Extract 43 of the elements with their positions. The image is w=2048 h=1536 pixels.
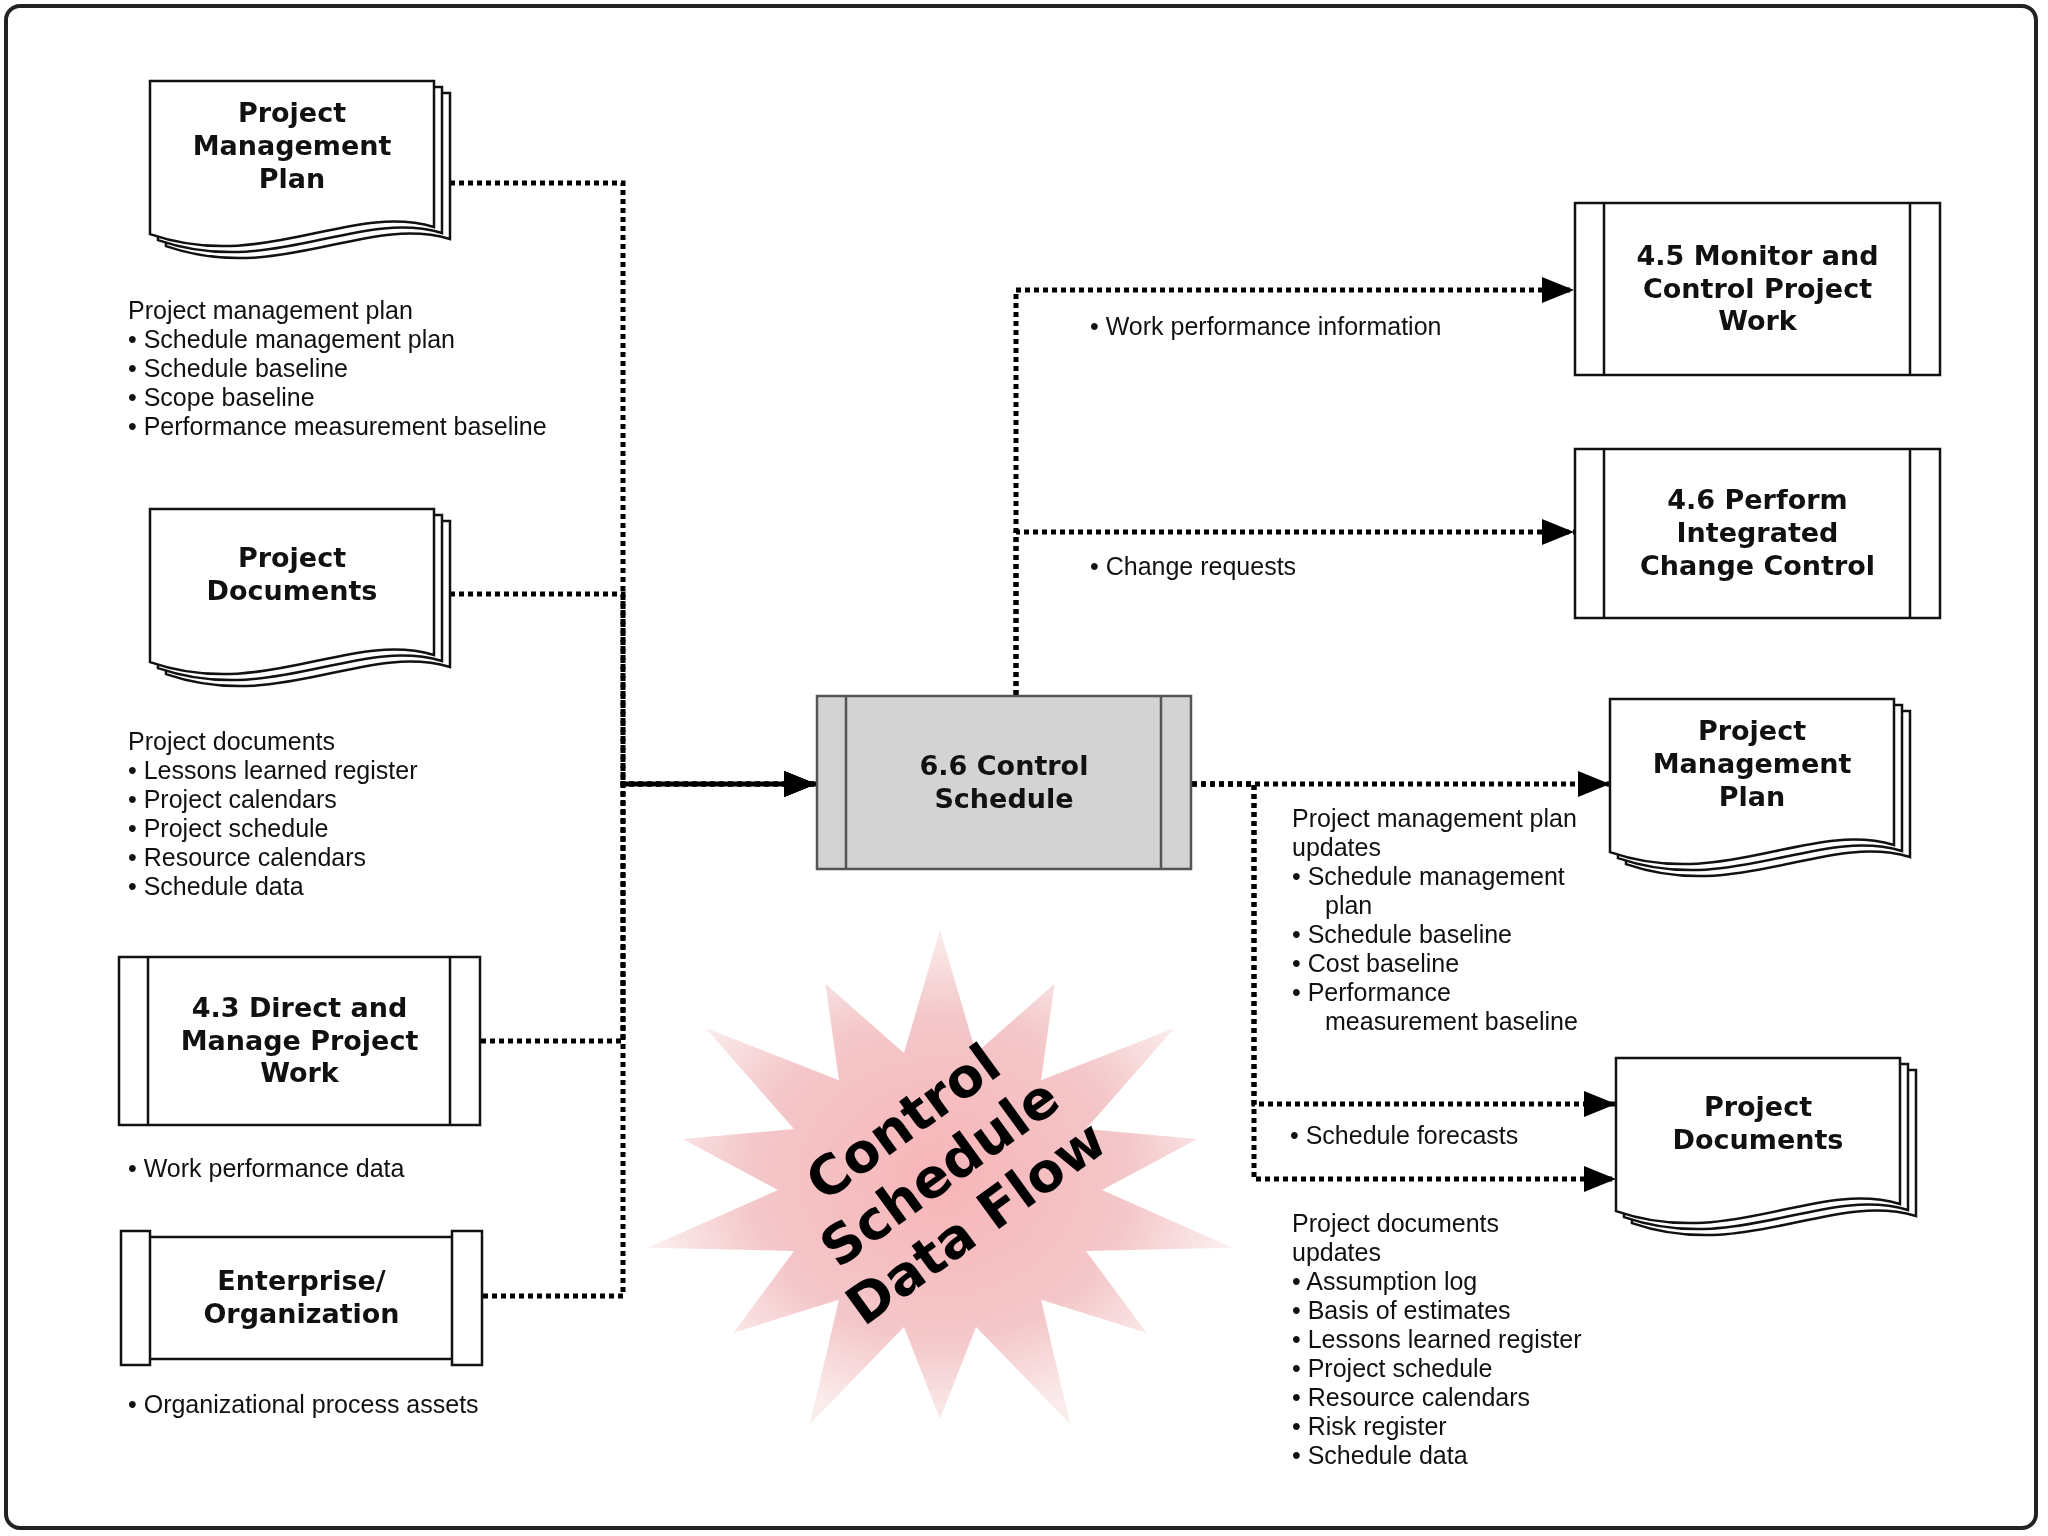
bullet-item: • Scope baseline bbox=[128, 383, 316, 412]
node-label: 4.3 Direct and Manage Project Work bbox=[179, 991, 420, 1091]
bullet-item: • Schedule data bbox=[1292, 1441, 1469, 1470]
bullet-item: • Performance measurement baseline bbox=[128, 412, 548, 441]
bullet-item: • Lessons learned register bbox=[128, 756, 419, 785]
bullet-item: • Schedule baseline bbox=[128, 354, 350, 383]
node-label: 4.6 Perform Integrated Change Control bbox=[1638, 484, 1877, 583]
node-label: Project Management Plan bbox=[192, 97, 392, 197]
process-box bbox=[120, 1230, 483, 1366]
node-label: 6.6 Control Schedule bbox=[918, 749, 1090, 816]
bullet-item: • Organizational process assets bbox=[128, 1390, 480, 1419]
bullet-item: • Resource calendars bbox=[1292, 1383, 1532, 1412]
dotted-arrow bbox=[483, 771, 816, 1299]
process-box bbox=[1574, 448, 1941, 619]
bullet-item: • Project schedule bbox=[128, 814, 330, 843]
node-label: 4.5 Monitor and Control Project Work bbox=[1636, 239, 1879, 339]
bullet-item: • Basis of estimates bbox=[1292, 1296, 1512, 1325]
bullet-item: • Cost baseline bbox=[1292, 949, 1461, 978]
list-heading: Project documents bbox=[128, 727, 337, 756]
bullet-item: • Performance measurement baseline bbox=[1292, 978, 1579, 1036]
list-heading: Project documents updates bbox=[1292, 1209, 1501, 1267]
bullet-item: • Resource calendars bbox=[128, 843, 368, 872]
node-label: Enterprise/ Organization bbox=[202, 1265, 401, 1331]
node-label: Project Management Plan bbox=[1652, 715, 1852, 815]
bullet-item: • Project schedule bbox=[1292, 1354, 1494, 1383]
dotted-arrow bbox=[1013, 519, 1574, 695]
bullet-item: • Lessons learned register bbox=[1292, 1325, 1583, 1354]
bullet-item: • Schedule data bbox=[128, 872, 305, 901]
node-label: Project Documents bbox=[205, 541, 379, 608]
bullet-item: • Schedule management plan bbox=[1292, 862, 1566, 920]
bullet-item: • Risk register bbox=[1292, 1412, 1448, 1441]
bullet-item: • Assumption log bbox=[1292, 1267, 1479, 1296]
list-heading: Project management plan bbox=[128, 296, 414, 325]
dotted-arrow bbox=[1192, 781, 1616, 1192]
bullet-item: • Schedule management plan bbox=[128, 325, 457, 354]
node-label: Project Documents bbox=[1671, 1090, 1845, 1157]
process-box-highlighted bbox=[816, 695, 1192, 870]
process-box bbox=[118, 956, 481, 1126]
list-heading: Project management plan updates bbox=[1292, 804, 1578, 862]
bullet-item: • Schedule baseline bbox=[1292, 920, 1514, 949]
bullet-item: • Project calendars bbox=[128, 785, 338, 814]
bullet-item: • Work performance data bbox=[128, 1154, 406, 1183]
process-box bbox=[1574, 202, 1941, 376]
